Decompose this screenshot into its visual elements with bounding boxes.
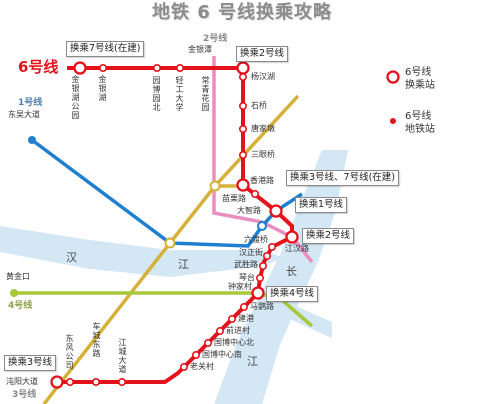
river-label-chang-2: 江 xyxy=(247,355,258,368)
station-label-changqing: 常青花园 xyxy=(201,76,210,112)
station-dot-qinggong xyxy=(176,64,185,73)
transfer-zhongjiacun xyxy=(251,286,265,300)
line-4-terminal-dot xyxy=(10,289,18,297)
callout-transfer-line4: 换乘4号线 xyxy=(266,286,319,302)
station-label-qianjincun: 前进村 xyxy=(226,326,250,335)
station-dot-jiangang xyxy=(228,314,237,323)
page-title: 地铁 6 号线换乘攻略 xyxy=(151,2,333,23)
line-3-path xyxy=(42,94,300,404)
station-label-shiqiao: 石桥 xyxy=(251,101,267,110)
station-label-liuduqiao: 六渡桥 xyxy=(244,235,268,244)
station-dot-yuanboyuan-n xyxy=(153,64,162,73)
station-dot-shiqiao xyxy=(239,102,248,111)
station-dot-jiangcheng xyxy=(118,377,127,386)
station-label-qintai: 琴台 xyxy=(239,273,255,282)
station-dot-qintai xyxy=(255,273,264,282)
station-label-yuanboyuan-n: 园博园北 xyxy=(152,76,161,112)
station-label-dongfeng: 东风公司 xyxy=(65,334,74,370)
transfer-dazhi xyxy=(269,204,283,218)
station-dot-liuduqiao xyxy=(267,243,276,252)
line-6-transfer-stations xyxy=(50,61,299,389)
station-dot-jinyinhu xyxy=(99,64,108,73)
callout-transfer-line7: 换乘7号线(在建) xyxy=(66,41,145,57)
station-label-chechengdong: 车城东路 xyxy=(92,322,101,358)
line-1-label: 1号线 xyxy=(18,98,43,108)
legend-station-label: 地铁站 xyxy=(405,124,435,135)
station-label-qinggong: 轻工大学 xyxy=(175,76,184,112)
station-dot-laoguancun xyxy=(180,362,189,371)
station-dot-yanghanhu xyxy=(239,73,248,82)
line-3-station-ring xyxy=(209,180,221,192)
station-label-laoguancun: 老关村 xyxy=(190,362,214,371)
station-dot-miaoli xyxy=(251,190,260,199)
line-1-station-ring xyxy=(257,221,267,231)
station-dot-tangjiadun xyxy=(239,125,248,134)
station-label-jiangcheng: 江城大道 xyxy=(118,338,127,374)
callout-transfer-line3-line7: 换乘3号线、7号线(在建) xyxy=(286,170,400,186)
station-label-zhuanyang: 沌阳大道 xyxy=(6,377,38,386)
legend-station-symbol xyxy=(390,118,396,124)
station-dot-dongfeng xyxy=(66,377,75,386)
transfer-xianggang xyxy=(236,178,250,192)
line-4-label: 4号线 xyxy=(8,301,33,311)
legend-transfer-line: 6号线 xyxy=(405,67,432,78)
station-label-maying: 马鹦路 xyxy=(250,302,274,311)
river-label-han-2: 江 xyxy=(178,258,189,271)
station-label-zhongjiacun: 钟家村 xyxy=(228,282,252,291)
station-dot-chechengdong xyxy=(92,377,101,386)
station-dot-qianjincun xyxy=(216,326,225,335)
callout-transfer-line2-jianghan: 换乘2号线 xyxy=(302,228,355,244)
transfer-jinyinhu-park xyxy=(73,61,87,75)
legend-transfer-symbol xyxy=(386,70,400,84)
station-label-sanyanqiao: 三眼桥 xyxy=(251,150,275,159)
station-label-jinyintan: 金银潭 xyxy=(188,45,212,54)
station-label-jinyinhu: 金银湖 xyxy=(98,75,107,102)
transfer-changqing xyxy=(236,61,250,75)
station-label-guobo-n: 国博中心北 xyxy=(214,338,254,347)
station-label-tangjiadun: 唐家墩 xyxy=(251,124,275,133)
legend-station-line: 6号线 xyxy=(405,111,432,122)
station-label-huangjinkou: 黄金口 xyxy=(6,272,30,281)
station-label-wusheng: 武胜路 xyxy=(234,260,258,269)
line-3-label: 3号线 xyxy=(12,390,37,400)
transfer-zhuanyang xyxy=(50,375,64,389)
line-2-label: 2号线 xyxy=(203,34,228,44)
river-label-chang-1: 长 xyxy=(286,265,297,278)
station-label-xianggang: 香港路 xyxy=(250,176,274,185)
station-dot-guobo-s xyxy=(192,350,201,359)
callout-transfer-line3-zhuanyang: 换乘3号线 xyxy=(4,355,57,371)
station-dot-hanzheng xyxy=(262,252,271,261)
station-dot-wusheng xyxy=(258,261,267,270)
station-label-jinyinhu-park: 金银湖公园 xyxy=(71,75,80,120)
legend-transfer-label: 换乘站 xyxy=(405,80,435,91)
station-label-jianghan: 江汉路 xyxy=(285,244,309,253)
line-6-stations xyxy=(66,64,276,386)
station-label-jiangang: 建港 xyxy=(238,314,254,323)
station-label-guobo-s: 国博中心南 xyxy=(202,350,242,359)
callout-transfer-line2-changqing: 换乘2号线 xyxy=(236,46,289,62)
station-dot-sanyanqiao xyxy=(239,151,248,160)
station-label-miaoli: 苗栗路 xyxy=(222,194,246,203)
transfer-jianghan xyxy=(285,230,299,244)
line-1-terminal-dot xyxy=(28,136,36,144)
river-yangtze xyxy=(214,150,348,404)
river-han xyxy=(0,226,284,277)
station-label-dazhi: 大智路 xyxy=(237,206,261,215)
line-6-label: 6号线 xyxy=(18,58,59,76)
station-dot-guobo-n xyxy=(204,338,213,347)
callout-transfer-line1: 换乘1号线 xyxy=(295,197,348,213)
station-dot-maying xyxy=(240,302,249,311)
line-1-3-interchange-ring xyxy=(164,237,176,249)
station-label-yanghanhu: 杨汉湖 xyxy=(251,72,275,81)
station-label-hanzheng: 汉正街 xyxy=(239,248,263,257)
river-label-han-1: 汉 xyxy=(66,251,77,264)
station-label-dongwu: 东吴大道 xyxy=(8,110,40,119)
